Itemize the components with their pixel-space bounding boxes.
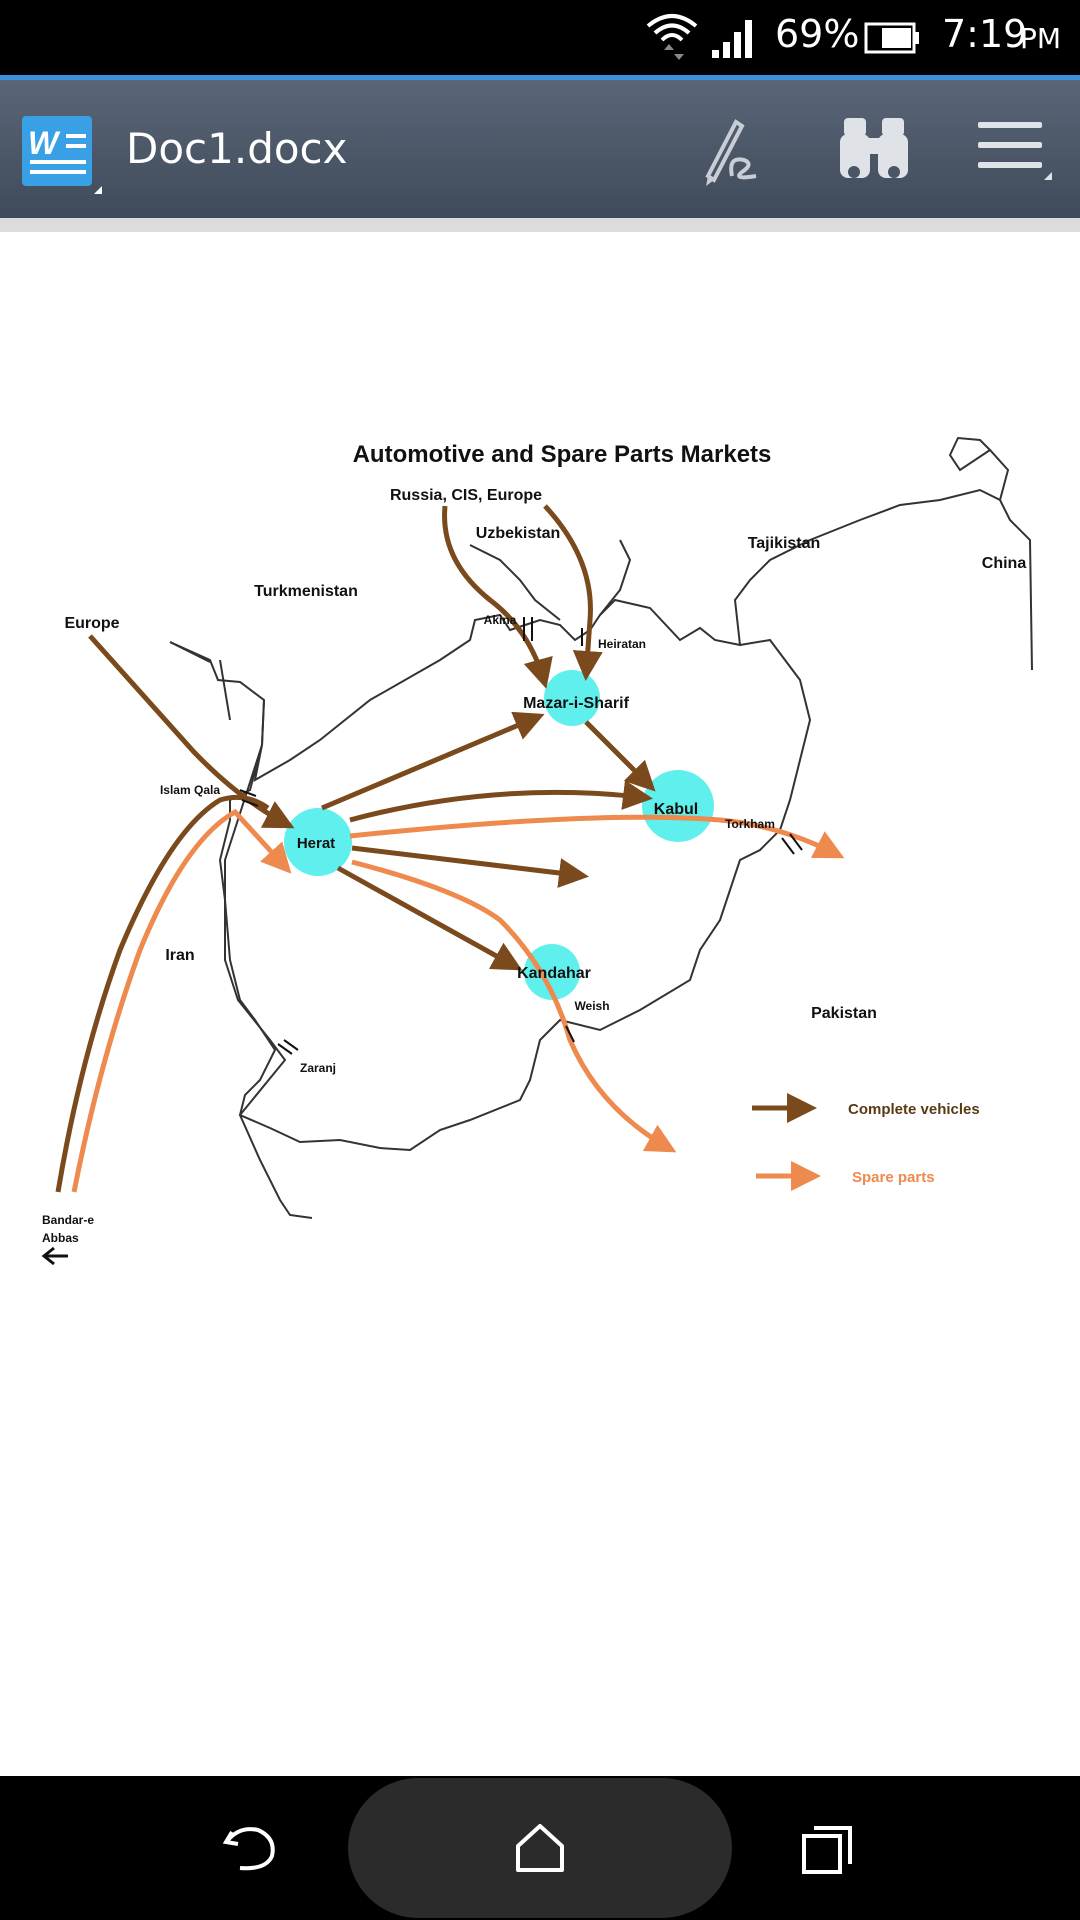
toolbar-shadow bbox=[0, 218, 1080, 232]
map-figure: Automotive and Spare Parts Markets Russi… bbox=[41, 436, 1033, 1266]
border-iran-afghanistan bbox=[224, 699, 313, 1219]
route-vehicles-russia-mazar bbox=[442, 505, 553, 689]
document-canvas bbox=[0, 232, 1080, 1776]
label-islam-qala: Islam Qala bbox=[160, 783, 220, 797]
accent-line bbox=[0, 75, 1080, 80]
label-turkmenistan: Turkmenistan bbox=[254, 583, 358, 600]
status-bar: 69% 7:19 PM bbox=[0, 0, 1080, 78]
label-russia: Russia, CIS, Europe bbox=[390, 487, 542, 504]
route-vehicles-uzbek-mazar bbox=[543, 504, 603, 681]
wifi-icon bbox=[646, 14, 698, 60]
border-uzbek-river bbox=[469, 539, 632, 621]
route-vehicles-herat-east bbox=[351, 845, 589, 888]
crossing-weish bbox=[565, 1025, 575, 1043]
border-north bbox=[169, 641, 231, 721]
crossing-zaranj bbox=[277, 1039, 299, 1055]
crossing-torkham bbox=[781, 833, 803, 855]
label-heiratan: Heiratan bbox=[598, 637, 646, 651]
label-weish: Weish bbox=[574, 999, 609, 1013]
route-parts-bandar-herat bbox=[71, 808, 292, 1193]
signal-icon bbox=[712, 20, 752, 58]
map-title: Automotive and Spare Parts Markets bbox=[353, 441, 772, 468]
label-akina: Akina bbox=[484, 613, 517, 627]
legend-parts-label: Spare parts bbox=[852, 1169, 935, 1186]
city-marker-herat bbox=[284, 808, 352, 876]
clock-ampm: PM bbox=[1020, 22, 1062, 55]
clock-time: 7:19 bbox=[942, 12, 1028, 56]
label-bandar-line2: Abbas bbox=[42, 1231, 79, 1245]
route-vehicles-bandar-herat bbox=[55, 794, 270, 1193]
back-icon[interactable] bbox=[222, 1820, 282, 1876]
home-icon[interactable] bbox=[512, 1820, 568, 1876]
menu-icon[interactable] bbox=[972, 110, 1056, 194]
binoculars-icon[interactable] bbox=[832, 110, 916, 194]
route-parts-herat-kandahar-south bbox=[351, 859, 677, 1153]
label-kandahar: Kandahar bbox=[517, 965, 591, 982]
label-uzbekistan: Uzbekistan bbox=[476, 525, 560, 542]
label-torkham: Torkham bbox=[725, 817, 775, 831]
route-vehicles-mazar-kabul bbox=[584, 720, 656, 792]
battery-icon bbox=[864, 22, 919, 54]
home-button-pill[interactable] bbox=[348, 1778, 732, 1918]
legend-vehicles-label: Complete vehicles bbox=[848, 1101, 980, 1118]
route-vehicles-europe-herat bbox=[88, 634, 295, 829]
label-zaranj: Zaranj bbox=[300, 1061, 336, 1075]
arrow-left-icon bbox=[41, 1246, 68, 1266]
label-kabul: Kabul bbox=[654, 801, 698, 818]
label-herat: Herat bbox=[297, 835, 335, 852]
route-vehicles-herat-kandahar bbox=[336, 865, 523, 971]
label-bandar-line1: Bandar-e bbox=[42, 1213, 94, 1227]
recents-icon[interactable] bbox=[800, 1822, 856, 1878]
label-iran: Iran bbox=[165, 947, 194, 964]
city-marker-kandahar bbox=[524, 944, 580, 1000]
country-border-outline bbox=[169, 436, 1033, 1152]
city-marker-mazar bbox=[544, 670, 600, 726]
document-title: Doc1.docx bbox=[126, 124, 348, 173]
label-china: China bbox=[982, 555, 1027, 572]
route-vehicles-herat-kabul bbox=[349, 780, 653, 823]
route-vehicles-herat-mazar bbox=[321, 711, 545, 811]
pen-icon[interactable] bbox=[692, 110, 776, 194]
label-mazar: Mazar-i-Sharif bbox=[523, 695, 629, 712]
label-europe: Europe bbox=[64, 615, 119, 632]
label-tajikistan: Tajikistan bbox=[748, 535, 821, 552]
crossing-akina bbox=[523, 617, 533, 641]
label-pakistan: Pakistan bbox=[811, 1005, 877, 1022]
city-marker-kabul bbox=[642, 770, 714, 842]
word-doc-icon[interactable]: W bbox=[20, 114, 104, 198]
crossing-islam-qala bbox=[239, 789, 259, 807]
battery-percent: 69% bbox=[775, 12, 860, 56]
svg-text:W: W bbox=[28, 125, 61, 161]
